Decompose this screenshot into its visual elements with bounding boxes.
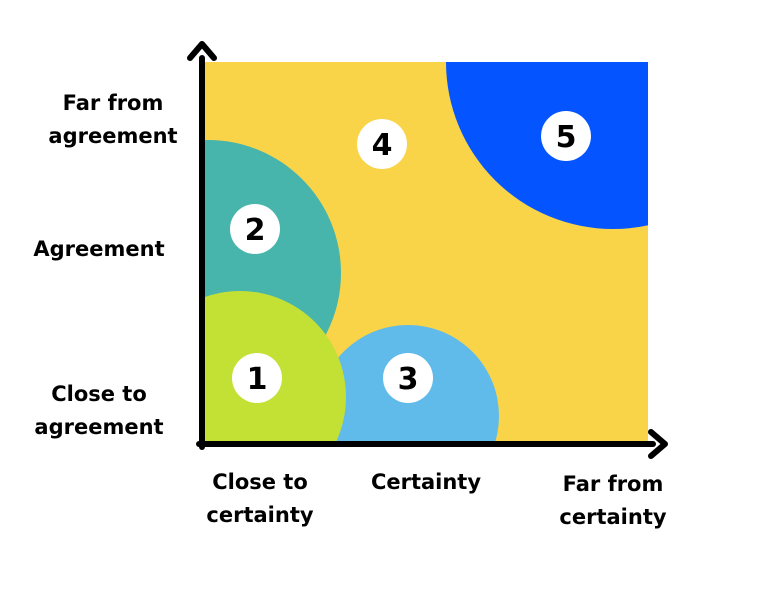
y-label-agreement: Agreement (33, 237, 165, 261)
zone-3-marker: 3 (383, 353, 433, 403)
zone-4-marker: 4 (357, 119, 407, 169)
zone-4-number: 4 (372, 128, 393, 163)
x-label-far-line1: Far from (562, 472, 664, 496)
y-label-far-from-agreement: Far from agreement (40, 87, 186, 153)
x-label-far-line2: certainty (559, 505, 667, 529)
zone-1-number: 1 (247, 362, 268, 397)
zone-2-number: 2 (245, 213, 266, 248)
x-label-certainty: Certainty (370, 470, 482, 494)
y-axis-arrowhead (187, 41, 217, 61)
x-label-close-line1: Close to (212, 470, 308, 494)
x-label-close-line2: certainty (206, 503, 314, 527)
zone-5-marker: 5 (541, 111, 591, 161)
zone-2-marker: 2 (230, 204, 280, 254)
zone-1-marker: 1 (232, 353, 282, 403)
y-label-close-line1: Close to (51, 382, 147, 406)
zone-5-number: 5 (556, 120, 577, 155)
x-label-close-to-certainty: Close to certainty (190, 466, 330, 532)
y-label-far-line2: agreement (48, 124, 178, 148)
x-label-far-from-certainty: Far from certainty (543, 468, 683, 534)
x-axis-arrowhead (648, 429, 668, 459)
zone-3-number: 3 (398, 362, 419, 397)
y-label-close-line2: agreement (34, 415, 164, 439)
y-label-far-line1: Far from (62, 91, 164, 115)
y-label-close-to-agreement: Close to agreement (24, 378, 174, 444)
